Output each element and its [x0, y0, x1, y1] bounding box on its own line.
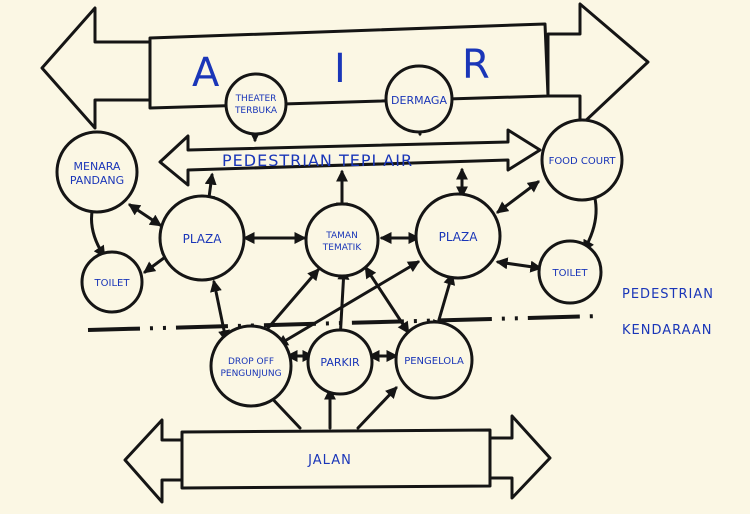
taman-label-1: TAMAN [325, 231, 358, 241]
theater-label-2: TERBUKA [234, 106, 278, 116]
food-court-label: FOOD COURT [549, 156, 617, 167]
node-menara-pandang: MENARA PANDANG [55, 130, 139, 214]
node-food-court: FOOD COURT [540, 118, 624, 202]
node-plaza-left: PLAZA [158, 194, 246, 282]
node-theater: THEATER TERBUKA [224, 72, 288, 136]
node-taman-tematik: TAMAN TEMATIK [304, 202, 380, 278]
air-letter-i: I [334, 46, 346, 92]
air-letter-r: R [462, 42, 490, 88]
drop-off-label-2: PENGUNJUNG [220, 369, 281, 379]
air-letter-a: A [192, 50, 220, 96]
node-plaza-right: PLAZA [414, 192, 502, 280]
plaza-left-label: PLAZA [183, 232, 223, 246]
air-band: A I R [40, 2, 650, 130]
pengelola-label: PENGELOLA [404, 356, 464, 367]
zone-divider [87, 314, 601, 332]
menara-label-2: PANDANG [70, 174, 124, 187]
drop-off-label-1: DROP OFF [228, 357, 274, 367]
dermaga-label: DERMAGA [391, 94, 447, 107]
node-pengelola: PENGELOLA [394, 320, 474, 400]
legend-pedestrian: PEDESTRIAN [622, 287, 714, 302]
plaza-right-label: PLAZA [439, 230, 479, 244]
legend-kendaraan: KENDARAAN [622, 323, 713, 338]
node-dermaga: DERMAGA [384, 64, 454, 134]
taman-label-2: TEMATIK [322, 243, 363, 253]
node-toilet-right: TOILET [537, 239, 603, 305]
node-drop-off: DROP OFF PENGUNJUNG [209, 324, 293, 408]
menara-label-1: MENARA [74, 160, 121, 173]
toilet-right-label: TOILET [552, 268, 589, 279]
toilet-left-label: TOILET [94, 278, 131, 289]
jalan-label: JALAN [307, 453, 352, 468]
theater-label-1: THEATER [235, 94, 277, 104]
node-toilet-left: TOILET [80, 250, 144, 314]
parkir-label: PARKIR [320, 356, 360, 369]
jalan-band: JALAN [123, 414, 552, 504]
pedestrian-tepi-air-arrow: PEDESTRIAN TEPI AIR [158, 128, 542, 187]
pedestrian-tepi-air-label: PEDESTRIAN TEPI AIR [222, 151, 413, 170]
node-parkir: PARKIR [306, 328, 374, 396]
